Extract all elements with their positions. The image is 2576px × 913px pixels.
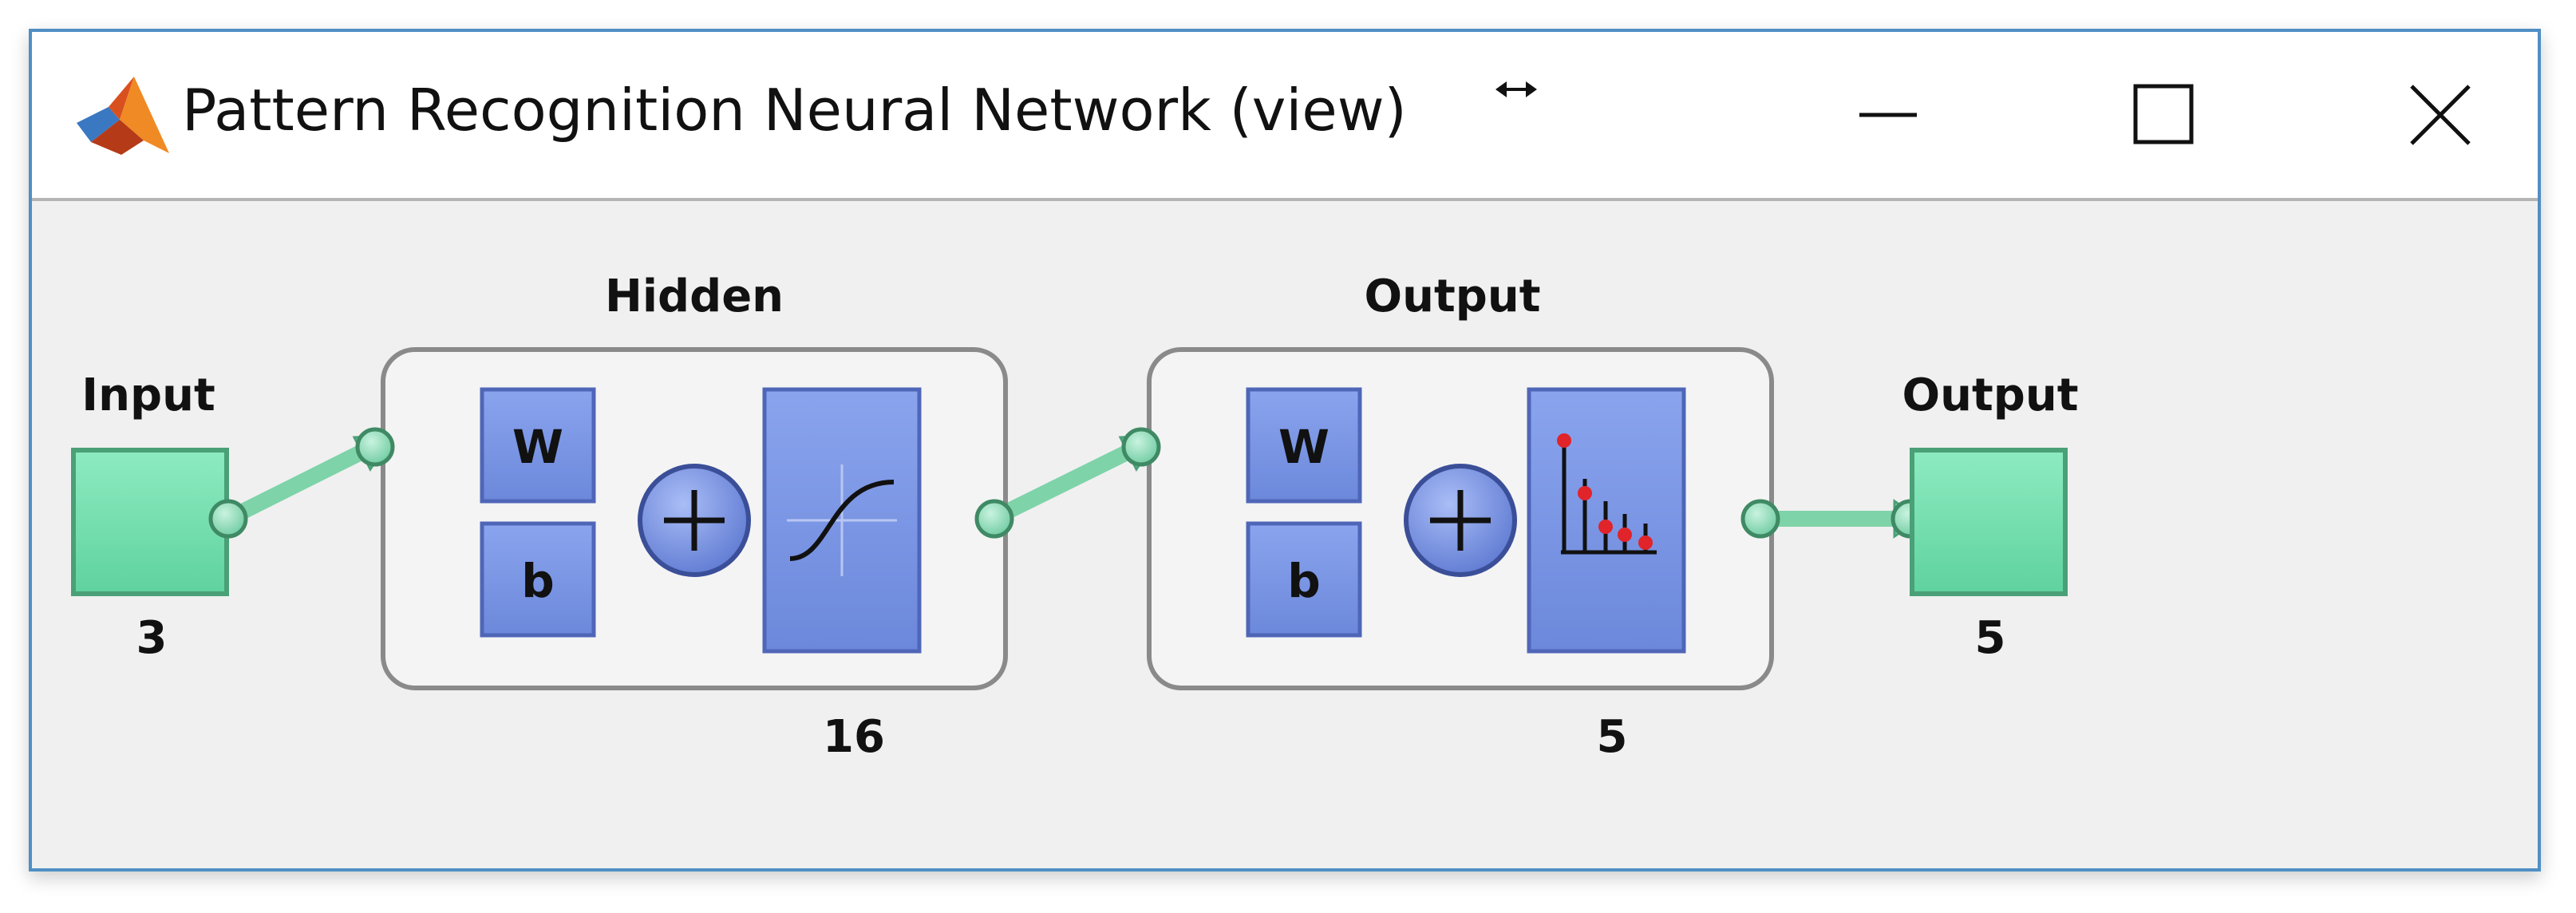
close-icon (2410, 85, 2471, 145)
input-size: 3 (136, 612, 168, 664)
hidden-layer-label: Hidden (605, 271, 784, 322)
title-divider (32, 198, 2538, 201)
output-sum-icon (1404, 464, 1517, 577)
output-bias-label: b (1287, 554, 1321, 608)
network-view-panel: Input 3 Hidden W b 16 (32, 201, 2538, 868)
hidden-entry-node-icon (355, 427, 395, 467)
title-bar[interactable]: Pattern Recognition Neural Network (view… (32, 32, 2538, 198)
hidden-layer-size: 16 (823, 711, 885, 763)
input-box (71, 448, 229, 596)
close-button[interactable] (2384, 67, 2496, 163)
input-node-icon (208, 499, 248, 539)
maximize-icon (2133, 84, 2194, 144)
output-layer-label: Output (1365, 271, 1541, 322)
hidden-weight-label: W (512, 420, 563, 474)
network-diagram: Input 3 Hidden W b 16 (71, 271, 2079, 763)
minimize-button[interactable] (1832, 67, 1944, 163)
output-box (1910, 448, 2068, 596)
horizontal-resize-arrow-icon (1495, 81, 1537, 97)
hidden-exit-node-icon (974, 499, 1014, 539)
hidden-bias-label: b (521, 554, 555, 608)
app-window: Pattern Recognition Neural Network (view… (29, 29, 2541, 872)
window-title: Pattern Recognition Neural Network (view… (182, 77, 1407, 144)
output-layer-size: 5 (1597, 711, 1628, 763)
maximize-button[interactable] (2107, 67, 2218, 163)
hidden-weight-block (480, 387, 596, 504)
output-label: Output (1902, 370, 2079, 421)
output-bias-block (1246, 521, 1362, 638)
minimize-icon (1859, 113, 1917, 117)
matlab-logo-icon (77, 77, 169, 155)
hidden-bias-block (480, 521, 596, 638)
output-size: 5 (1975, 612, 2006, 664)
output-weight-block (1246, 387, 1362, 504)
output-entry-node-icon (1121, 427, 1161, 467)
softmax-stem-icon (1557, 433, 1657, 555)
hidden-sum-icon (638, 464, 751, 577)
output-exit-node-icon (1740, 499, 1780, 539)
output-weight-label: W (1278, 420, 1329, 474)
input-label: Input (81, 370, 215, 421)
tansig-curve-icon (787, 464, 897, 576)
